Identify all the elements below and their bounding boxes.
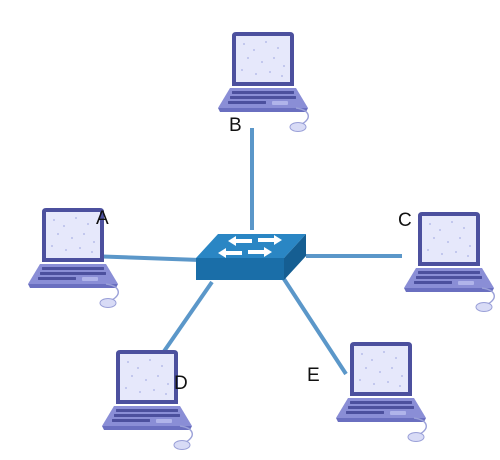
node-label-d: D <box>174 373 188 394</box>
links <box>87 128 402 376</box>
link-switch-d <box>156 280 214 362</box>
network-switch-icon <box>196 234 306 280</box>
node-label-b: B <box>229 115 242 136</box>
laptop-icon <box>101 349 193 451</box>
link-switch-e <box>280 274 348 376</box>
link-switch-a <box>87 254 201 262</box>
node-label-c: C <box>398 210 412 231</box>
node-label-e: E <box>307 365 320 386</box>
node-label-a: A <box>96 208 109 229</box>
laptop-icon <box>335 341 427 443</box>
laptop-icon <box>403 211 495 313</box>
